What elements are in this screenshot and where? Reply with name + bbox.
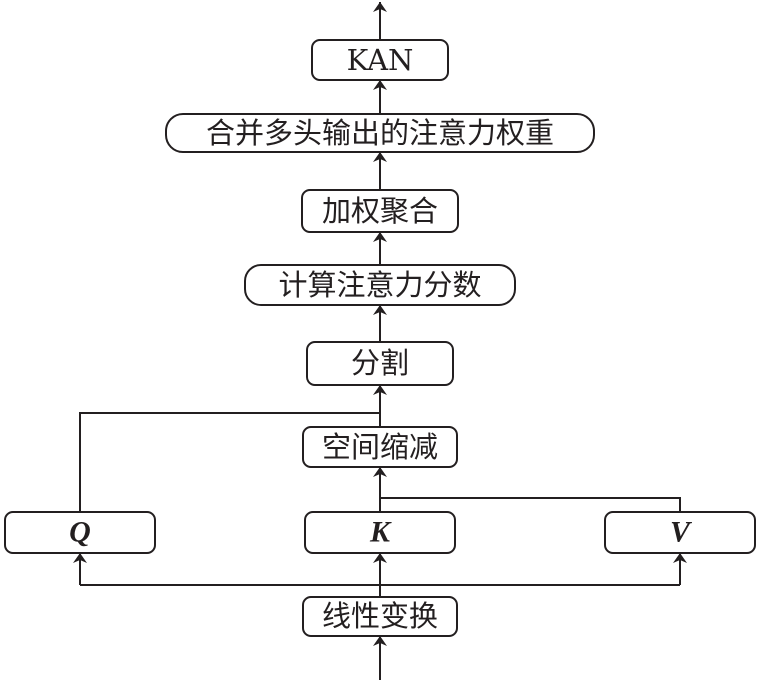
node-k: K [304,511,456,554]
node-v-label: V [670,516,693,549]
node-spatial-reduction: 空间缩减 [302,426,458,468]
node-q: Q [4,511,156,554]
node-weighted-aggregation-label: 加权聚合 [322,194,438,228]
node-q-label: Q [69,516,91,549]
line-q-to-split [79,412,380,512]
node-split-label: 分割 [351,346,409,380]
node-merge-label: 合并多头输出的注意力权重 [206,116,554,150]
node-k-label: K [369,516,392,549]
node-split: 分割 [306,341,454,386]
node-attention-score-label: 计算注意力分数 [278,268,481,302]
line-v-to-k [380,497,681,512]
node-linear-transform: 线性变换 [302,596,458,637]
node-linear-transform-label: 线性变换 [322,599,438,633]
node-attention-score: 计算注意力分数 [244,264,516,306]
node-merge: 合并多头输出的注意力权重 [165,113,595,153]
node-spatial-reduction-label: 空间缩减 [322,430,438,464]
node-kan: KAN [311,39,449,81]
connectors [73,2,687,680]
node-kan-label: KAN [347,43,414,77]
node-weighted-aggregation: 加权聚合 [301,189,459,233]
node-v: V [604,511,756,554]
